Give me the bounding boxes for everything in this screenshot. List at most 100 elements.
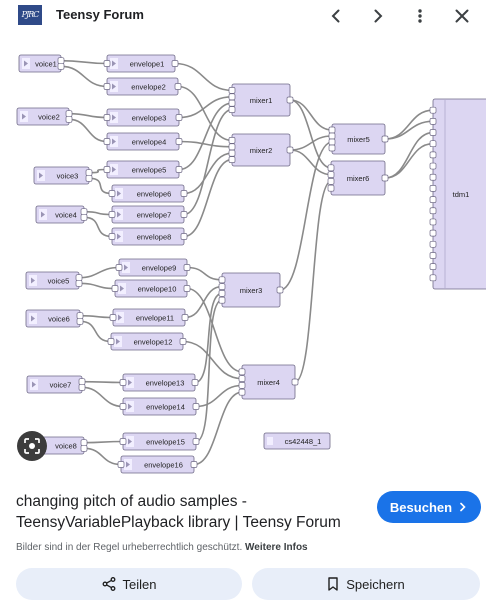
share-icon bbox=[102, 577, 115, 591]
node-label: voice1 bbox=[35, 60, 57, 69]
node-envelope7: envelope7 bbox=[108, 205, 188, 224]
node-box bbox=[263, 432, 331, 450]
more-options-button[interactable] bbox=[408, 4, 432, 28]
connection-wire bbox=[79, 314, 114, 319]
node-handle-arrow bbox=[112, 138, 116, 145]
node-label: envelope7 bbox=[137, 211, 172, 220]
input-port bbox=[228, 149, 236, 157]
input-port bbox=[218, 290, 226, 297]
output-port bbox=[180, 211, 188, 218]
input-port bbox=[429, 196, 437, 203]
input-port bbox=[108, 190, 116, 197]
connection-wire bbox=[183, 158, 233, 238]
node-label: envelope5 bbox=[132, 166, 167, 175]
output-port bbox=[85, 174, 93, 182]
bookmark-icon bbox=[328, 577, 338, 591]
visit-button[interactable]: Besuchen bbox=[377, 491, 481, 523]
output-port bbox=[291, 378, 299, 386]
node-handle-arrow bbox=[128, 403, 132, 410]
node-mixer2: mixer2 bbox=[228, 133, 294, 167]
node-cs42448_1: cs42448_1 bbox=[263, 432, 331, 450]
node-label: tdm1 bbox=[453, 190, 470, 199]
input-port bbox=[238, 368, 246, 376]
back-button[interactable] bbox=[324, 4, 348, 28]
connection-wire bbox=[178, 140, 233, 148]
chevron-left-icon bbox=[331, 9, 340, 23]
node-label: voice3 bbox=[57, 172, 79, 181]
connection-wire bbox=[182, 340, 243, 380]
input-port bbox=[228, 143, 236, 151]
input-port bbox=[327, 164, 335, 172]
node-handle-arrow bbox=[126, 461, 130, 468]
forward-button[interactable] bbox=[366, 4, 390, 28]
connection-wire bbox=[289, 99, 332, 169]
close-button[interactable] bbox=[450, 4, 474, 28]
input-port bbox=[218, 296, 226, 304]
connection-wire bbox=[384, 142, 434, 179]
chevron-right-icon bbox=[460, 502, 466, 512]
lens-button[interactable] bbox=[17, 431, 47, 461]
node-voice6: voice6 bbox=[25, 309, 84, 328]
output-port bbox=[57, 57, 65, 65]
result-title[interactable]: changing pitch of audio samples - Teensy… bbox=[16, 493, 341, 531]
node-label: mixer2 bbox=[250, 146, 273, 155]
input-port bbox=[109, 314, 117, 321]
input-port bbox=[429, 274, 437, 282]
input-port bbox=[429, 229, 437, 237]
node-envelope6: envelope6 bbox=[108, 184, 188, 203]
node-label: voice8 bbox=[55, 442, 77, 451]
output-port bbox=[381, 135, 389, 143]
node-label: envelope10 bbox=[138, 285, 177, 294]
connection-wire bbox=[178, 102, 233, 171]
node-label: mixer4 bbox=[257, 378, 280, 387]
input-port bbox=[103, 114, 111, 121]
output-port bbox=[175, 166, 183, 173]
output-port bbox=[65, 115, 73, 123]
node-label: mixer6 bbox=[347, 174, 370, 183]
input-port bbox=[228, 156, 236, 163]
output-port bbox=[80, 213, 88, 221]
node-mixer3: mixer3 bbox=[218, 272, 284, 308]
output-port bbox=[78, 378, 86, 386]
more-info-link[interactable]: Weitere Infos bbox=[245, 542, 308, 553]
output-port bbox=[75, 279, 83, 287]
node-voice1: voice1 bbox=[18, 54, 65, 73]
input-port bbox=[429, 129, 437, 136]
lens-search-icon bbox=[24, 438, 40, 454]
site-logo: PJRC bbox=[18, 5, 42, 25]
node-envelope10: envelope10 bbox=[111, 279, 191, 298]
node-handle-arrow bbox=[41, 211, 45, 218]
connection-wire bbox=[183, 152, 233, 195]
save-button[interactable]: Speichern bbox=[252, 568, 480, 600]
input-port bbox=[228, 106, 236, 113]
node-envelope5: envelope5 bbox=[103, 160, 183, 179]
output-port bbox=[174, 83, 182, 90]
share-button[interactable]: Teilen bbox=[16, 568, 242, 600]
connection-wire bbox=[68, 118, 108, 143]
node-handle bbox=[267, 437, 273, 445]
output-port bbox=[191, 379, 199, 386]
input-port bbox=[429, 140, 437, 148]
input-port bbox=[238, 382, 246, 389]
node-label: envelope11 bbox=[136, 314, 174, 323]
node-tdm1: tdm1 bbox=[429, 98, 486, 290]
input-port bbox=[103, 83, 111, 90]
input-port bbox=[115, 264, 123, 271]
node-handle-arrow bbox=[112, 166, 116, 173]
input-port bbox=[107, 338, 115, 345]
input-port bbox=[119, 403, 127, 410]
node-handle-arrow bbox=[32, 381, 36, 388]
input-port bbox=[103, 60, 111, 67]
node-voice7: voice7 bbox=[26, 375, 86, 394]
node-envelope12: envelope12 bbox=[107, 332, 187, 351]
chevron-right-icon bbox=[374, 9, 383, 23]
connection-wire bbox=[195, 299, 223, 443]
output-port bbox=[57, 62, 65, 70]
node-mixer4: mixer4 bbox=[238, 364, 299, 400]
output-port bbox=[80, 444, 88, 452]
connection-wire bbox=[174, 62, 233, 92]
input-port bbox=[429, 252, 437, 259]
connection-wire bbox=[184, 285, 223, 319]
connection-wire bbox=[193, 391, 243, 466]
